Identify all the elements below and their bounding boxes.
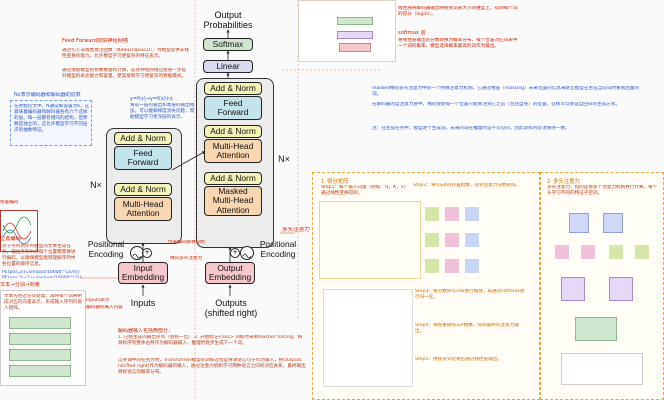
encoder-add-norm-top: Add & Norm [114,132,172,145]
masked-note: masked掩码多头注意力中的一个特殊注意力机制，它通过掩盖（masking）未… [372,86,640,97]
residual-formula: y=f(x)→y=f(x)+x [130,96,173,102]
step-2: Step2：将Q与K的转置相乘，得到注意力分数矩阵。 [413,183,521,188]
outputs-label: Outputs (shifted right) [204,298,258,318]
decoder-add-norm-top: Add & Norm [204,82,262,95]
head-matrix-9 [575,317,617,341]
nx-detail: 在原始论文中，N通常被设置为6，这意味着编码器和解码器各有六个这样的层。每一层都… [14,104,90,133]
ffn-title: Feed Forward前馈神经网络 [62,38,129,44]
ffn-text-1: 通过引入非线性激活函数（如ReLU或GELU），为模型提供非线性变换的能力，允许… [62,48,190,59]
head-matrix-1 [569,213,589,233]
qkv-table [319,201,421,279]
k-matrix [445,207,459,221]
encoder-multi-head-attention: Multi-Head Attention [114,197,172,221]
inputs-note-2: 编码器的输入内容 [86,305,123,310]
section-1-text: Step1：每个输入向量（例如：Q，K，V）通过线性变换得到。 [321,185,409,196]
tokenize-title: 文本→分词→向量 [0,282,40,288]
head-output [561,353,643,385]
k-matrix-3 [445,259,459,273]
head-matrix-4 [581,245,595,259]
input-embedding-block: Input Embedding [118,262,168,284]
k-matrix-2 [445,233,459,247]
pos-enc-text: 对于序列到序列模型的文本生成任务，输出序列中的每个位置都需要进行编码，以确保模型… [2,244,76,267]
section-1-title: 1. 得分矩阵 [321,179,349,185]
nx-note-box: 在原始论文中，N通常被设置为6，这意味着编码器和解码器各有六个这样的层。每一层都… [10,100,92,146]
plus-left-icon: + [142,248,152,258]
mha-annotation: 多头注意力 [282,227,310,233]
decoder-masked-multi-head-attention: Masked Multi-Head Attention [204,186,262,216]
encoder-feed-forward: Feed Forward [114,146,172,170]
bottom-text-1: 1. 已经生成的输出序列（右移一位） 2. 开始标记<sos> 训练时采用tea… [118,335,303,346]
head-matrix-8 [609,277,633,301]
section-2-text: 多头注意力，指的是将多个注意力机制并行计算，每个头学习不同的特征子空间。 [547,185,658,196]
softmax-note-text: 将线性层输出的分数转换为概率分布，每个位置对应词表中一个词的概率，模型选择概率最… [398,38,518,49]
tokenize-box: 文本先经过分词处理，再将每个词映射成对应的向量表示，形成输入序列的嵌入矩阵。 [0,290,86,386]
head-matrix-3 [555,245,569,259]
mini-logits-bar [337,31,373,39]
tokenize-text: 文本先经过分词处理，再将每个词映射成对应的向量表示，形成输入序列的嵌入矩阵。 [4,294,83,310]
q-matrix-2 [425,233,439,247]
encoder-nx-label: N× [90,180,102,190]
softmax-note-title: softmax 层 [398,30,426,36]
head-matrix-2 [603,213,623,233]
residual-formula-note: 将前一层的输出和本层的输出相加，可以缓解梯度消失问题，帮助模型学习更深层的表示。 [130,103,195,120]
masked-note-2: 在解码器的自注意力层中，掩码会使每一个位置只能关注到它之前（包括自身）的位置，这… [372,102,621,107]
masked-note-3: 注：在生成任务中，模型逐个生成词，未来的词在推理时是不可见的，因此训练时必须保持… [372,126,570,131]
table-body [323,289,413,387]
nx-title: Nx表示编码器和解码器的层数 [14,92,81,98]
linear-block: Linear [203,60,253,73]
mini-linear-block [339,43,371,52]
pos-wave-right-icon [240,246,254,260]
bottom-title: 解码器输入包括两部分： [118,328,174,334]
resid-plot [0,210,38,252]
token-row-4 [9,365,71,377]
inputs-note-1: Inputs表示 [86,298,110,303]
encoder-add-norm-bottom: Add & Norm [114,183,172,196]
score-matrix-panel: 1. 得分矩阵 Step1：每个输入向量（例如：Q，K，V）通过线性变换得到。 … [312,172,540,400]
decoder-add-norm-mid: Add & Norm [204,125,262,138]
positional-encoding-right: Positional Encoding [259,239,297,259]
positional-encoding-left: Positional Encoding [87,239,125,259]
sine-curves-icon [2,216,32,245]
inputs-label: Inputs [130,298,156,308]
bottom-text-2: 以英译中的任务为例，Transformer模型的训练过程是将源语言句子作为输入，… [118,358,306,375]
v-matrix [465,207,479,221]
masked-mha-annotation: 掩码多头注意力 [170,256,203,261]
step-3: Step3：将分数除以√dk进行缩放，再通过softmax进行归一化。 [415,289,525,300]
head-matrix-5 [609,245,623,259]
step-4: Step4：将权重矩阵与V相乘，得到最终的注意力输出。 [415,323,519,334]
step-5: Step5：拼接多头结果后通过线性层输出。 [415,357,502,362]
decoder-add-norm-bottom: Add & Norm [204,172,262,185]
pos-enc-title: 位置编码 [0,236,21,242]
v-matrix-2 [465,233,479,247]
ffn-note-panel: Feed Forward前馈神经网络 通过引入非线性激活函数（如ReLU或GEL… [52,0,192,88]
v-matrix-3 [465,259,479,273]
decoder-nx-label: N× [278,154,290,164]
token-row-2 [9,333,71,345]
pos-formula: PE(pos,2i)=sin(pos/10000^(2i/d)) PE(pos,… [2,270,82,278]
decoder-feed-forward: Feed Forward [204,96,262,120]
token-row-1 [9,317,71,329]
decoder-multi-head-attention: Multi-Head Attention [204,139,262,163]
plus-right-icon: + [230,248,240,258]
q-matrix-3 [425,259,439,273]
mini-decoder-panel [298,0,396,62]
token-row-3 [9,349,71,361]
ffn-text-2: 通过增加模型的参数数量和计算，前馈神经网络还能进一步提升模型的表达能力和容量，使… [62,68,187,79]
linear-note-text: 线性层将解码器输出映射到词表大小的维度上，得到每个词的得分（logits）。 [398,6,518,17]
multi-head-panel: 2. 多头注意力 多头注意力，指的是将多个注意力机制并行计算，每个头学习不同的特… [540,172,664,400]
output-probabilities-label: Output Probabilities [203,10,253,30]
mini-softmax-bar [337,17,373,25]
head-matrix-6 [635,245,649,259]
head-matrix-7 [561,277,585,301]
pos-annotation: 位置编码解释说明 [168,240,205,245]
section-2-title: 2. 多头注意力 [547,179,580,185]
output-embedding-block: Output Embedding [205,262,255,284]
resid-label: 残差编码 [0,200,19,205]
q-matrix [425,207,439,221]
